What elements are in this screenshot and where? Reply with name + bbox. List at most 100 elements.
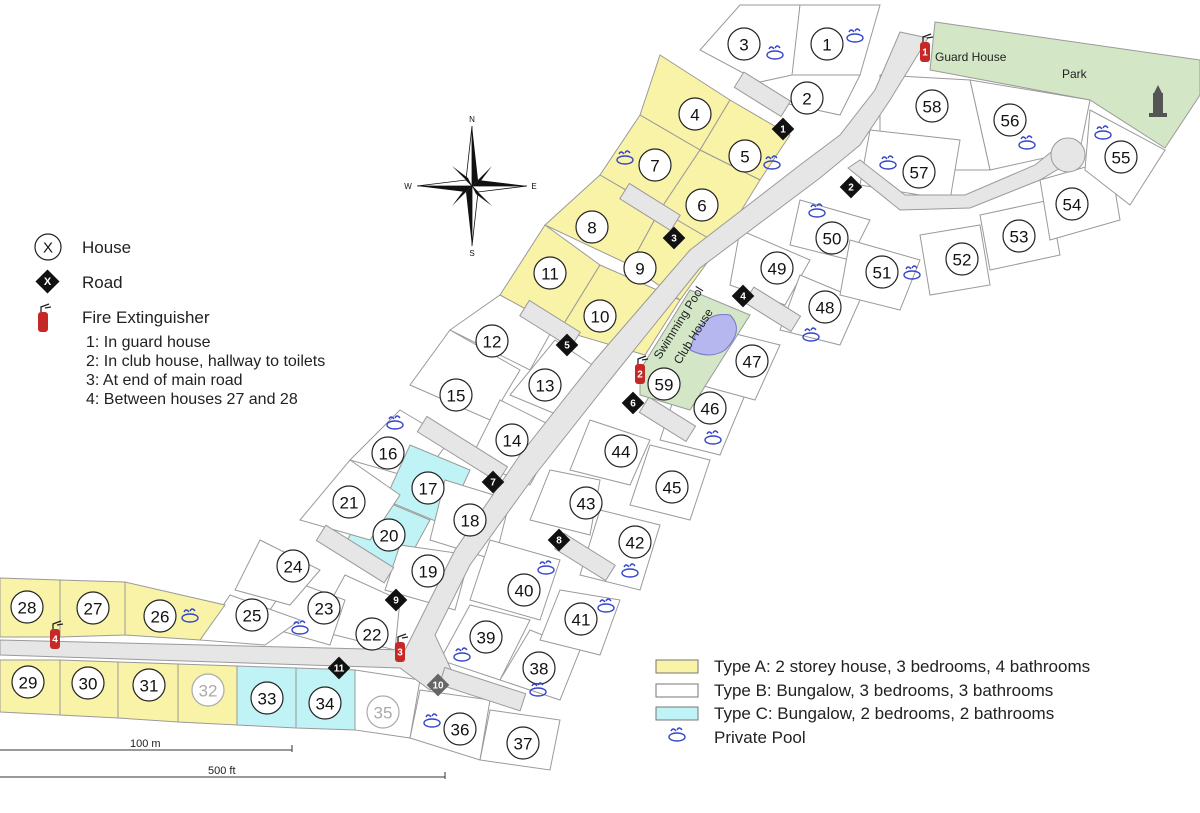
house-number: 58 <box>923 98 942 117</box>
house-marker[interactable]: 16 <box>371 436 405 470</box>
house-marker[interactable]: 51 <box>865 255 899 289</box>
house-marker[interactable]: 22 <box>355 617 389 651</box>
house-marker[interactable]: 12 <box>475 324 509 358</box>
house-marker[interactable]: 38 <box>522 651 556 685</box>
house-marker[interactable]: 17 <box>411 471 445 505</box>
house-marker[interactable]: 25 <box>235 598 269 632</box>
house-number: 25 <box>243 607 262 626</box>
house-marker[interactable]: 40 <box>507 573 541 607</box>
house-marker[interactable]: 39 <box>469 620 503 654</box>
house-marker[interactable]: 55 <box>1104 140 1138 174</box>
house-marker[interactable]: 29 <box>11 665 45 699</box>
house-marker[interactable]: 11 <box>533 256 567 290</box>
house-marker[interactable]: 14 <box>495 423 529 457</box>
compass-south: S <box>469 249 474 258</box>
house-marker[interactable]: 4 <box>678 97 712 131</box>
house-number: 15 <box>447 387 466 406</box>
house-marker[interactable]: 1 <box>810 27 844 61</box>
house-marker[interactable]: 41 <box>564 602 598 636</box>
house-marker[interactable]: 8 <box>575 210 609 244</box>
house-marker[interactable]: 46 <box>693 391 727 425</box>
legend-type-b: Type B: Bungalow, 3 bedrooms, 3 bathroom… <box>714 681 1053 700</box>
house-marker[interactable]: 32 <box>191 673 225 707</box>
house-marker[interactable]: 33 <box>250 681 284 715</box>
house-marker[interactable]: 57 <box>902 155 936 189</box>
house-number: 23 <box>315 600 334 619</box>
house-number-circle <box>693 391 727 425</box>
road-marker: 9 <box>384 588 408 612</box>
house-marker[interactable]: 37 <box>506 726 540 760</box>
extinguisher-number: 2 <box>637 370 643 381</box>
house-marker[interactable]: 56 <box>993 103 1027 137</box>
fire-extinguisher-icon <box>37 303 52 333</box>
house-number-circle <box>815 221 849 255</box>
house-marker[interactable]: 43 <box>569 486 603 520</box>
house-marker[interactable]: 19 <box>411 554 445 588</box>
house-number-circle <box>727 27 761 61</box>
house-marker[interactable]: 5 <box>728 139 762 173</box>
house-marker[interactable]: 49 <box>760 251 794 285</box>
house-marker[interactable]: 50 <box>815 221 849 255</box>
house-marker[interactable]: 21 <box>332 485 366 519</box>
house-marker[interactable]: 2 <box>790 81 824 115</box>
house-marker[interactable]: 54 <box>1055 187 1089 221</box>
legend-fire-note-2: 2: In club house, hallway to toilets <box>86 353 325 370</box>
house-number: 20 <box>380 527 399 546</box>
house-marker[interactable]: 47 <box>735 344 769 378</box>
house-number-circle <box>372 518 406 552</box>
road-diamond <box>384 588 408 612</box>
house-marker[interactable]: 35 <box>366 695 400 729</box>
house-number-circle <box>10 590 44 624</box>
house-marker[interactable]: 15 <box>439 378 473 412</box>
house-marker[interactable]: 9 <box>623 251 657 285</box>
house-marker[interactable]: 27 <box>76 591 110 625</box>
house-marker[interactable]: 23 <box>307 591 341 625</box>
road-diamond <box>547 528 571 552</box>
house-marker[interactable]: 53 <box>1002 219 1036 253</box>
house-number: 24 <box>284 558 303 577</box>
house-marker[interactable]: 42 <box>618 525 652 559</box>
house-number-circle <box>1002 219 1036 253</box>
house-marker[interactable]: 48 <box>808 290 842 324</box>
house-marker[interactable]: 36 <box>443 712 477 746</box>
house-marker[interactable]: 31 <box>132 668 166 702</box>
road-marker: 7 <box>481 470 505 494</box>
house-number: 46 <box>701 400 720 419</box>
house-number-circle <box>235 598 269 632</box>
house-marker[interactable]: 7 <box>638 148 672 182</box>
road-marker: 11 <box>327 656 351 680</box>
house-number: 55 <box>1112 149 1131 168</box>
house-marker[interactable]: 58 <box>915 89 949 123</box>
symbol-legend: X House X Road Fire Extinguisher 1: In g… <box>34 233 325 408</box>
house-number-circle <box>469 620 503 654</box>
extinguisher-number: 4 <box>52 635 58 646</box>
house-number-circle <box>439 378 473 412</box>
house-number: 6 <box>697 197 706 216</box>
house-marker[interactable]: 6 <box>685 188 719 222</box>
road-marker: 10 <box>426 673 450 697</box>
house-marker[interactable]: 18 <box>453 503 487 537</box>
house-marker[interactable]: 10 <box>583 299 617 333</box>
extinguisher-number: 3 <box>397 648 403 659</box>
house-marker[interactable]: 28 <box>10 590 44 624</box>
house-number-circle <box>453 503 487 537</box>
park-area <box>929 21 1200 149</box>
house-marker[interactable]: 44 <box>604 434 638 468</box>
house-number-circle <box>11 665 45 699</box>
house-marker[interactable]: 26 <box>143 599 177 633</box>
house-number: 36 <box>451 721 470 740</box>
house-marker[interactable]: 45 <box>655 470 689 504</box>
house-number: 51 <box>873 264 892 283</box>
swimming-pool <box>689 313 737 356</box>
house-marker[interactable]: 52 <box>945 242 979 276</box>
house-marker[interactable]: 13 <box>528 368 562 402</box>
road-number: 11 <box>334 664 345 675</box>
house-number-circle <box>685 188 719 222</box>
house-marker[interactable]: 59 <box>647 367 681 401</box>
house-marker[interactable]: 34 <box>308 686 342 720</box>
house-marker[interactable]: 3 <box>727 27 761 61</box>
house-marker[interactable]: 30 <box>71 666 105 700</box>
house-number: 27 <box>84 600 103 619</box>
house-marker[interactable]: 24 <box>276 549 310 583</box>
house-marker[interactable]: 20 <box>372 518 406 552</box>
